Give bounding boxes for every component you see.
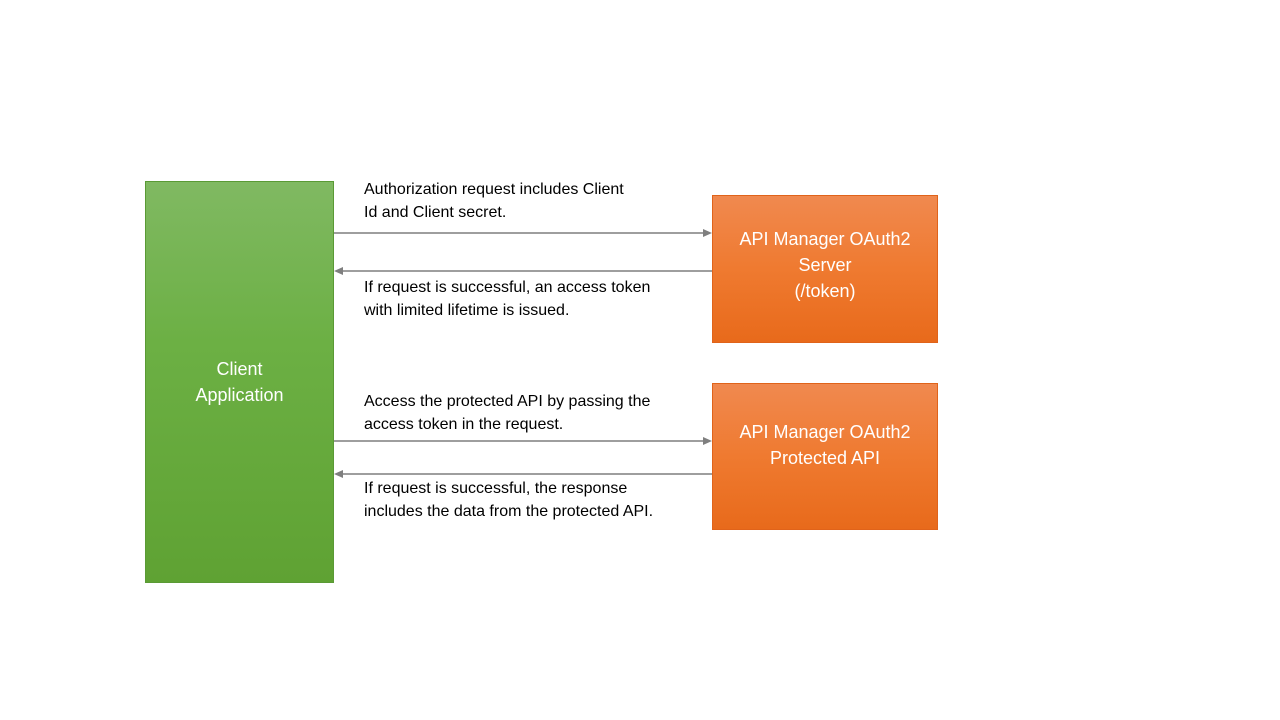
client-application-node: Client Application [145, 181, 334, 583]
client-label-line1: Client [216, 359, 263, 379]
oauth2-server-node: API Manager OAuth2 Server (/token) [712, 195, 938, 343]
api-label-line1: API Manager OAuth2 [739, 421, 911, 442]
client-label-line2: Application [195, 385, 284, 405]
auth-request-label: Authorization request includes Client Id… [364, 178, 704, 224]
token-response-line2: with limited lifetime is issued. [364, 302, 570, 319]
api-request-label: Access the protected API by passing the … [364, 390, 704, 436]
api-response-line1: If request is successful, the response [364, 480, 628, 497]
auth-request-arrow [334, 229, 712, 237]
api-response-label: If request is successful, the response i… [364, 477, 704, 523]
api-label-line2: Protected API [769, 447, 881, 468]
protected-api-node: API Manager OAuth2 Protected API [712, 383, 938, 530]
server-label-line3: (/token) [794, 281, 856, 301]
token-response-line1: If request is successful, an access toke… [364, 279, 651, 296]
server-label-line1: API Manager OAuth2 [739, 229, 911, 249]
auth-request-line1: Authorization request includes Client [364, 181, 624, 198]
auth-request-line2: Id and Client secret. [364, 204, 507, 221]
server-label-line2: Server [798, 255, 852, 275]
api-request-line1: Access the protected API by passing the [364, 393, 651, 410]
api-request-line2: access token in the request. [364, 416, 564, 433]
api-response-line2: includes the data from the protected API… [364, 503, 654, 520]
token-response-label: If request is successful, an access toke… [364, 276, 704, 322]
token-response-arrow [334, 267, 712, 275]
api-request-arrow [334, 437, 712, 445]
